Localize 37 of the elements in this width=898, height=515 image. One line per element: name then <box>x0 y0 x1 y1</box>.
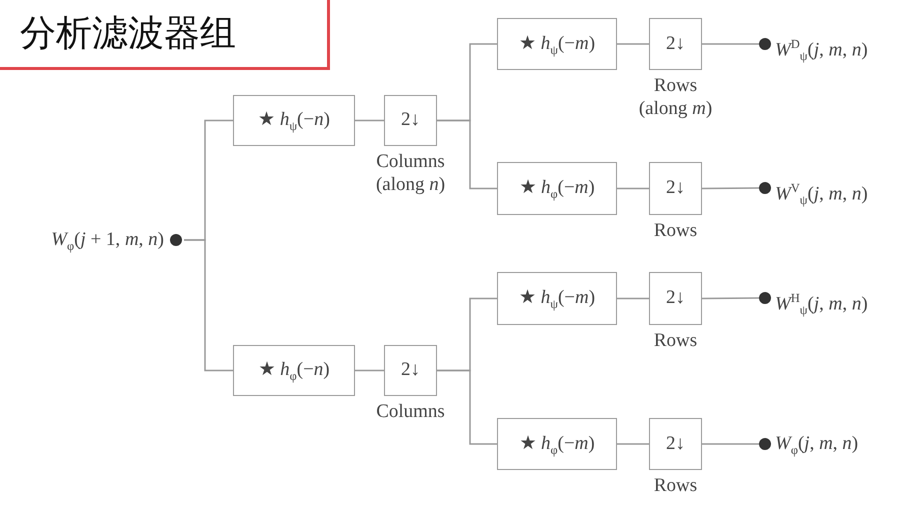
connector-line <box>437 120 497 190</box>
direction-label: Columns (along n) <box>374 150 446 196</box>
connector-line <box>702 297 759 300</box>
output-label: W$^{V}$$_{ψ}$(j, m, n) <box>775 180 868 210</box>
filter-box: ★ h$_{ψ}$(−m) <box>497 18 617 70</box>
filter-box: ★ h$_{φ}$(−m) <box>497 418 617 470</box>
output-label: W$_{φ}$(j, m, n) <box>775 432 858 459</box>
direction-label: Rows <box>652 219 698 242</box>
direction-label: Columns <box>375 400 446 423</box>
output-label: W$^{D}$$_{ψ}$(j, m, n) <box>775 36 868 66</box>
direction-label: Rows <box>652 329 698 352</box>
filter-box: ★ h$_{ψ}$(−m) <box>497 272 617 325</box>
downsampler-box: 2↓ <box>649 162 702 215</box>
downsampler-box: 2↓ <box>384 345 437 396</box>
downsampler-box: 2↓ <box>649 18 702 70</box>
downsampler-box: 2↓ <box>384 95 437 146</box>
title: 分析滤波器组 <box>0 0 330 70</box>
connector-line <box>355 120 384 122</box>
filter-box: ★ h$_{φ}$(−n) <box>233 345 355 396</box>
direction-label: Rows <box>652 474 698 497</box>
downsampler-box: 2↓ <box>649 418 702 470</box>
downsampler-box: 2↓ <box>649 272 702 325</box>
connector-line <box>437 370 497 445</box>
connector-line <box>702 43 759 45</box>
connector-line <box>617 43 649 45</box>
connector-line <box>702 443 759 445</box>
connector-line <box>617 188 649 190</box>
filter-box: ★ h$_{ψ}$(−n) <box>233 95 355 146</box>
filter-box: ★ h$_{φ}$(−m) <box>497 162 617 215</box>
connector-line <box>184 239 233 372</box>
direction-label: Rows (along m) <box>638 74 714 120</box>
connector-line <box>355 370 384 372</box>
connector-line <box>617 443 649 445</box>
input-label: W$_{φ}$(j + 1, m, n) <box>51 228 164 255</box>
output-label: W$^{H}$$_{ψ}$(j, m, n) <box>775 290 868 320</box>
connector-line <box>702 187 759 190</box>
connector-line <box>617 298 649 300</box>
